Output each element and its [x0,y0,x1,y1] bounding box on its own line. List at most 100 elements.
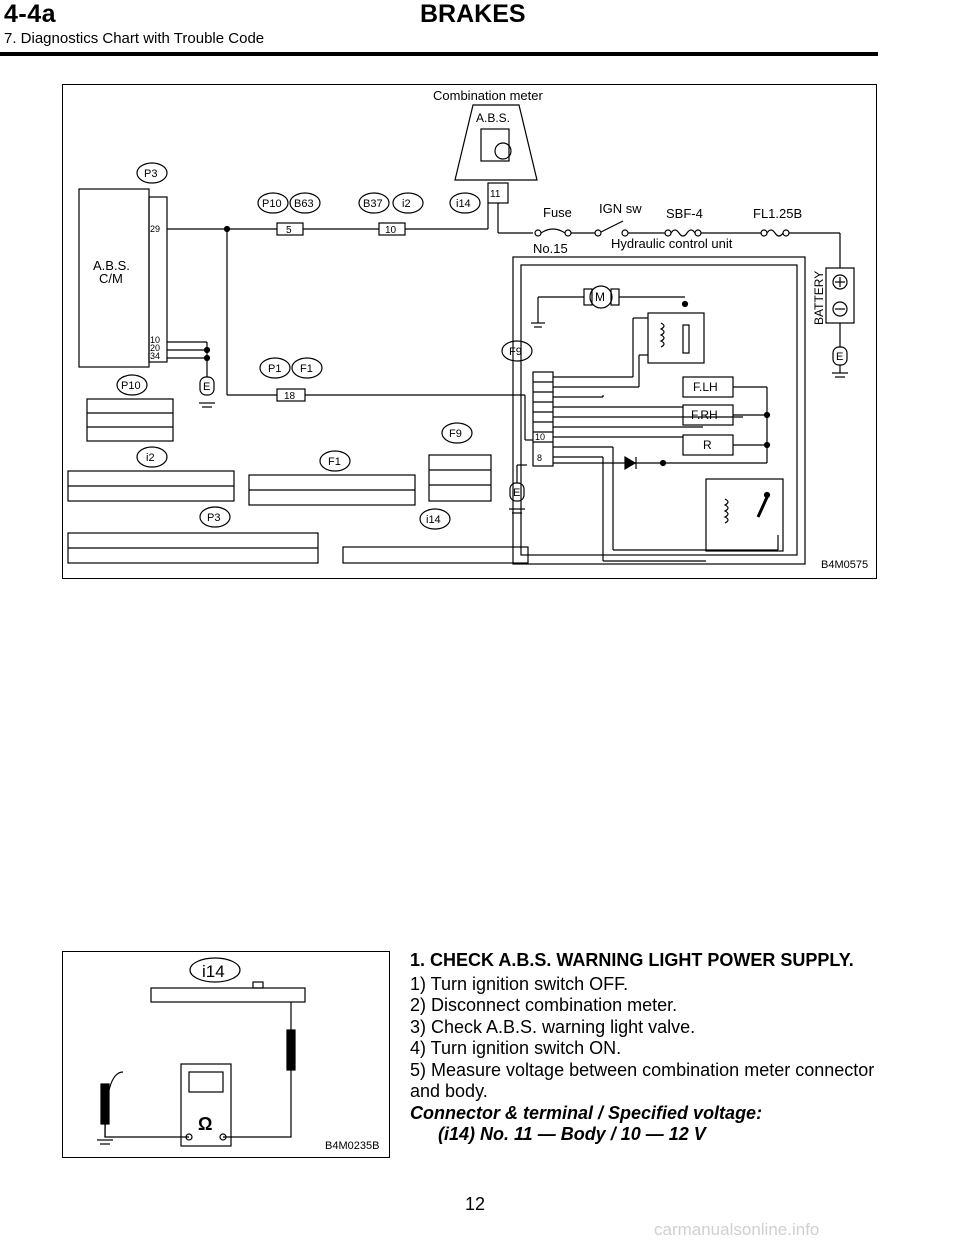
pin-label: 8 [537,453,542,463]
p3-connector-strip [148,196,168,363]
connector-label-p3: P3 [144,168,157,180]
valve-label-r: R [703,438,712,452]
pin-label: 11 [490,189,501,200]
abs-lamp-label: A.B.S. [476,111,510,125]
wiring-diagram-figure: Combination meter A.B.S. 11 P3 P10 B63 B… [62,84,877,579]
ground-label: E [836,351,843,363]
probe-wire [104,1071,189,1138]
pin-label: 29 [150,224,160,234]
meter-diagram: i14 Ω [97,957,306,1147]
hydraulic-unit-label: Hydraulic control unit [611,236,733,251]
connector-pinout-f9 [428,454,492,502]
relay-coil-icon [723,498,729,524]
fuse-number-label: No.15 [533,241,568,256]
motor-icon [589,285,613,309]
multimeter-display [188,1071,224,1093]
fusible-link-label: FL1.25B [753,206,802,221]
fuse-terminal [760,229,768,237]
bottom-relay-box [705,478,784,552]
ign-switch-label: IGN sw [599,201,642,216]
connector-oval-f1 [319,450,351,472]
ignition-switch-symbol [600,220,624,233]
warning-lamp-icon [494,142,512,160]
sbf-label: SBF-4 [666,206,703,221]
connector-oval-b37 [358,192,390,214]
probe-wire [223,1070,292,1138]
spec-label: Connector & terminal / Specified voltage… [410,1102,763,1123]
connector-oval-b63 [289,192,321,214]
abs-cm-label: A.B.S. [93,258,130,273]
hydraulic-unit-inner [520,264,798,556]
connector-oval-p10 [116,374,148,396]
switch-terminal [594,229,602,237]
connector-label-b37: B37 [363,198,383,210]
combination-meter-label: Combination meter [433,88,543,103]
battery-minus-icon [832,301,848,317]
header-rule [0,52,878,56]
connector-label-i2: i2 [146,452,155,464]
connector-label-b63: B63 [294,198,314,210]
ground-box [509,482,525,502]
relay-contact [682,324,690,354]
diode-icon [624,455,637,471]
connector-label-f1: F1 [300,363,313,375]
connector-oval-f9 [501,340,533,362]
f9-connector-strip [532,371,554,467]
fuse-terminal [564,229,572,237]
valve-label-flh: F.LH [693,380,718,394]
wire-junction [763,491,771,499]
relay-box [647,312,705,364]
connector-oval-i2 [392,192,424,214]
connector-label-p10: P10 [262,198,282,210]
fusible-link-symbol [766,229,784,237]
connector-label-p3: P3 [207,512,220,524]
battery-label: BATTERY [812,271,826,325]
wire-junction [681,300,689,308]
spec-value: (i14) No. 11 — Body / 10 — 12 V [438,1124,706,1144]
ground-box [199,376,215,396]
figure-id: B4M0235B [325,1140,380,1152]
ground-label: E [203,381,210,393]
connector-label-i2: i2 [402,198,411,210]
wiring-diagram: Combination meter A.B.S. 11 P3 P10 B63 B… [67,88,855,565]
battery-plus-icon [832,274,848,290]
section-number: 4-4a [4,0,57,28]
wire-junction [763,411,771,419]
connector-oval-p3 [136,162,168,184]
connector-oval-i2 [136,446,168,468]
wire-junction [763,441,771,449]
connector-label-f9: F9 [509,346,522,358]
connector-label-p10: P10 [121,380,141,392]
fusible-link-symbol [670,229,696,237]
combination-meter-outline [454,104,538,181]
pin-label: 5 [286,225,292,236]
connector-pinout-i14 [342,546,529,564]
procedure-block: 1. CHECK A.B.S. WARNING LIGHT POWER SUPP… [410,950,880,1146]
procedure-step: 2) Disconnect combination meter. [410,995,678,1015]
wire-junction [203,354,211,362]
procedure-step: 3) Check A.B.S. warning light valve. [410,1016,696,1037]
connector-oval-f9 [441,422,473,444]
relay-coil-icon [659,322,665,348]
pin-label: 10 [150,335,160,345]
connector-key [252,981,264,989]
fuse-symbol [540,228,566,234]
fuse-label: Fuse [543,205,572,220]
figure-id: B4M0575 [821,559,869,571]
procedure-step: 4) Turn ignition switch ON. [410,1038,622,1058]
probe-tip [286,1029,296,1071]
abs-cm-label: C/M [99,271,123,286]
pin-label: 10 [385,225,397,236]
connector-label-f1: F1 [328,456,341,468]
connector-label-i14: i14 [426,514,441,526]
connector-oval-i14 [449,192,481,214]
connector-pinout-i14 [150,987,306,1003]
pin-label: 34 [150,351,160,361]
motor-terminal [583,288,593,306]
pin-label: 20 [150,343,160,353]
hydraulic-unit-outer [512,256,806,565]
meter-figure: i14 Ω B4M0235B [62,951,390,1158]
procedure-heading: 1. CHECK A.B.S. WARNING LIGHT POWER SUPP… [410,950,854,970]
connector-pinout-p10 [86,398,174,442]
ohm-icon: Ω [198,1114,212,1134]
